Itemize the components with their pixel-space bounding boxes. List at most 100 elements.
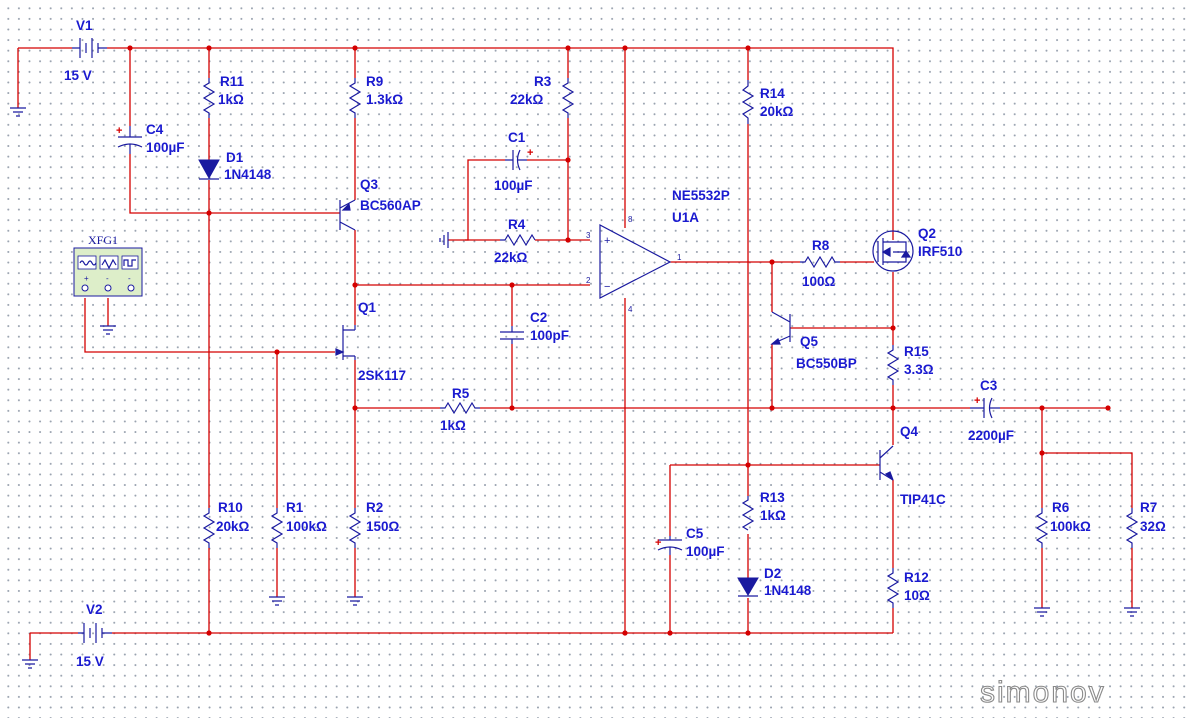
c4-plus-sign: + bbox=[116, 125, 122, 137]
wires bbox=[17, 47, 1133, 660]
r14-name: R14 bbox=[760, 86, 785, 101]
r9-value: 1.3kΩ bbox=[366, 92, 403, 107]
q5-name: Q5 bbox=[800, 334, 819, 349]
resistor-r14[interactable] bbox=[741, 80, 755, 124]
d1-value: 1N4148 bbox=[224, 167, 272, 182]
opamp-noninv-sign: + bbox=[604, 235, 610, 247]
jfet-q1[interactable] bbox=[335, 325, 356, 360]
resistor-r7[interactable] bbox=[1125, 508, 1139, 548]
r1-name: R1 bbox=[286, 500, 304, 515]
opamp-part: NE5532P bbox=[672, 188, 730, 203]
transistor-q3[interactable] bbox=[339, 199, 356, 231]
opamp-pin-2: 2 bbox=[586, 276, 591, 285]
opamp-pin-8: 8 bbox=[628, 215, 633, 224]
capacitor-c5[interactable] bbox=[657, 536, 683, 555]
resistor-r4[interactable] bbox=[500, 233, 536, 247]
r10-value: 20kΩ bbox=[216, 519, 250, 534]
junction-dot bbox=[622, 45, 628, 51]
watermark: simonov bbox=[980, 676, 1106, 709]
c4-name: C4 bbox=[146, 122, 164, 137]
c1-name: C1 bbox=[508, 130, 526, 145]
junction-dot bbox=[745, 462, 751, 468]
capacitor-c4[interactable] bbox=[117, 126, 143, 154]
c5-value: 100µF bbox=[686, 544, 725, 559]
junction-dot bbox=[769, 405, 775, 411]
junction-dot bbox=[565, 237, 571, 243]
ground-icon bbox=[22, 659, 38, 669]
c1-value: 100µF bbox=[494, 178, 533, 193]
capacitor-c3[interactable] bbox=[970, 397, 1000, 419]
r6-name: R6 bbox=[1052, 500, 1070, 515]
r15-name: R15 bbox=[904, 344, 929, 359]
r12-value: 10Ω bbox=[904, 588, 930, 603]
d2-name: D2 bbox=[764, 566, 781, 581]
d1-name: D1 bbox=[226, 150, 244, 165]
resistor-r8[interactable] bbox=[800, 255, 840, 269]
capacitor-c1[interactable] bbox=[505, 149, 527, 171]
resistor-r13[interactable] bbox=[741, 496, 755, 531]
v1-value: 15 V bbox=[64, 68, 92, 83]
r10-name: R10 bbox=[218, 500, 243, 515]
junction-dot bbox=[509, 282, 515, 288]
junction-dot bbox=[1039, 450, 1045, 456]
transistor-q5[interactable] bbox=[770, 311, 791, 345]
c5-name: C5 bbox=[686, 526, 704, 541]
diode-d2[interactable] bbox=[737, 577, 759, 597]
junction-dots bbox=[127, 45, 1111, 636]
battery-v1[interactable] bbox=[72, 38, 107, 58]
resistor-r10[interactable] bbox=[202, 508, 216, 548]
c3-name: C3 bbox=[980, 378, 998, 393]
r2-name: R2 bbox=[366, 500, 383, 515]
r14-value: 20kΩ bbox=[760, 104, 794, 119]
resistor-r3[interactable] bbox=[561, 78, 575, 118]
junction-dot bbox=[769, 259, 775, 265]
mosfet-q2[interactable] bbox=[872, 230, 914, 272]
opamp-inv-sign: − bbox=[604, 281, 610, 293]
resistor-r6[interactable] bbox=[1035, 508, 1049, 548]
r4-value: 22kΩ bbox=[494, 250, 528, 265]
q5-value: BC550BP bbox=[796, 356, 857, 371]
junction-dot bbox=[745, 630, 751, 636]
junction-dot bbox=[622, 630, 628, 636]
opamp-pin-1: 1 bbox=[677, 253, 682, 262]
square-wave-icon bbox=[123, 259, 136, 267]
q2-value: IRF510 bbox=[918, 244, 962, 259]
resistor-r9[interactable] bbox=[348, 78, 362, 118]
battery-v2[interactable] bbox=[78, 623, 112, 643]
svg-text:-: - bbox=[128, 274, 131, 283]
resistor-r5[interactable] bbox=[440, 401, 480, 415]
resistor-r1[interactable] bbox=[270, 508, 284, 548]
resistor-r15[interactable] bbox=[886, 345, 900, 385]
junction-dot bbox=[509, 405, 515, 411]
c3-plus-sign: + bbox=[974, 395, 980, 407]
r12-name: R12 bbox=[904, 570, 929, 585]
svg-text:-: - bbox=[106, 274, 109, 283]
junction-dot bbox=[1039, 405, 1045, 411]
v2-name: V2 bbox=[86, 602, 103, 617]
r7-name: R7 bbox=[1140, 500, 1157, 515]
q3-value: BC560AP bbox=[360, 198, 421, 213]
ground-icon bbox=[269, 596, 285, 606]
r1-value: 100kΩ bbox=[286, 519, 327, 534]
resistor-r2[interactable] bbox=[348, 508, 362, 548]
r7-value: 32Ω bbox=[1140, 519, 1166, 534]
resistor-r12[interactable] bbox=[886, 568, 900, 608]
transistor-q4[interactable] bbox=[879, 445, 894, 481]
junction-dot bbox=[890, 325, 896, 331]
junction-dot bbox=[352, 45, 358, 51]
r11-name: R11 bbox=[220, 74, 245, 89]
d2-value: 1N4148 bbox=[764, 583, 812, 598]
opamp-u1a[interactable]: + − 3 2 1 8 4 bbox=[586, 215, 682, 314]
r9-name: R9 bbox=[366, 74, 383, 89]
component-labels: V1 15 V V2 15 V R11 1kΩ C4 100µF D1 1N41… bbox=[64, 18, 1166, 669]
r13-value: 1kΩ bbox=[760, 508, 786, 523]
capacitor-c2[interactable] bbox=[500, 326, 524, 344]
opamp-ref: U1A bbox=[672, 210, 699, 225]
function-generator-xfg1[interactable]: XFG1 + - - bbox=[73, 233, 143, 297]
junction-dot bbox=[565, 45, 571, 51]
q1-value: 2SK117 bbox=[358, 368, 406, 383]
r3-value: 22kΩ bbox=[510, 92, 544, 107]
resistor-r11[interactable] bbox=[202, 78, 216, 118]
diode-d1[interactable] bbox=[198, 159, 220, 180]
